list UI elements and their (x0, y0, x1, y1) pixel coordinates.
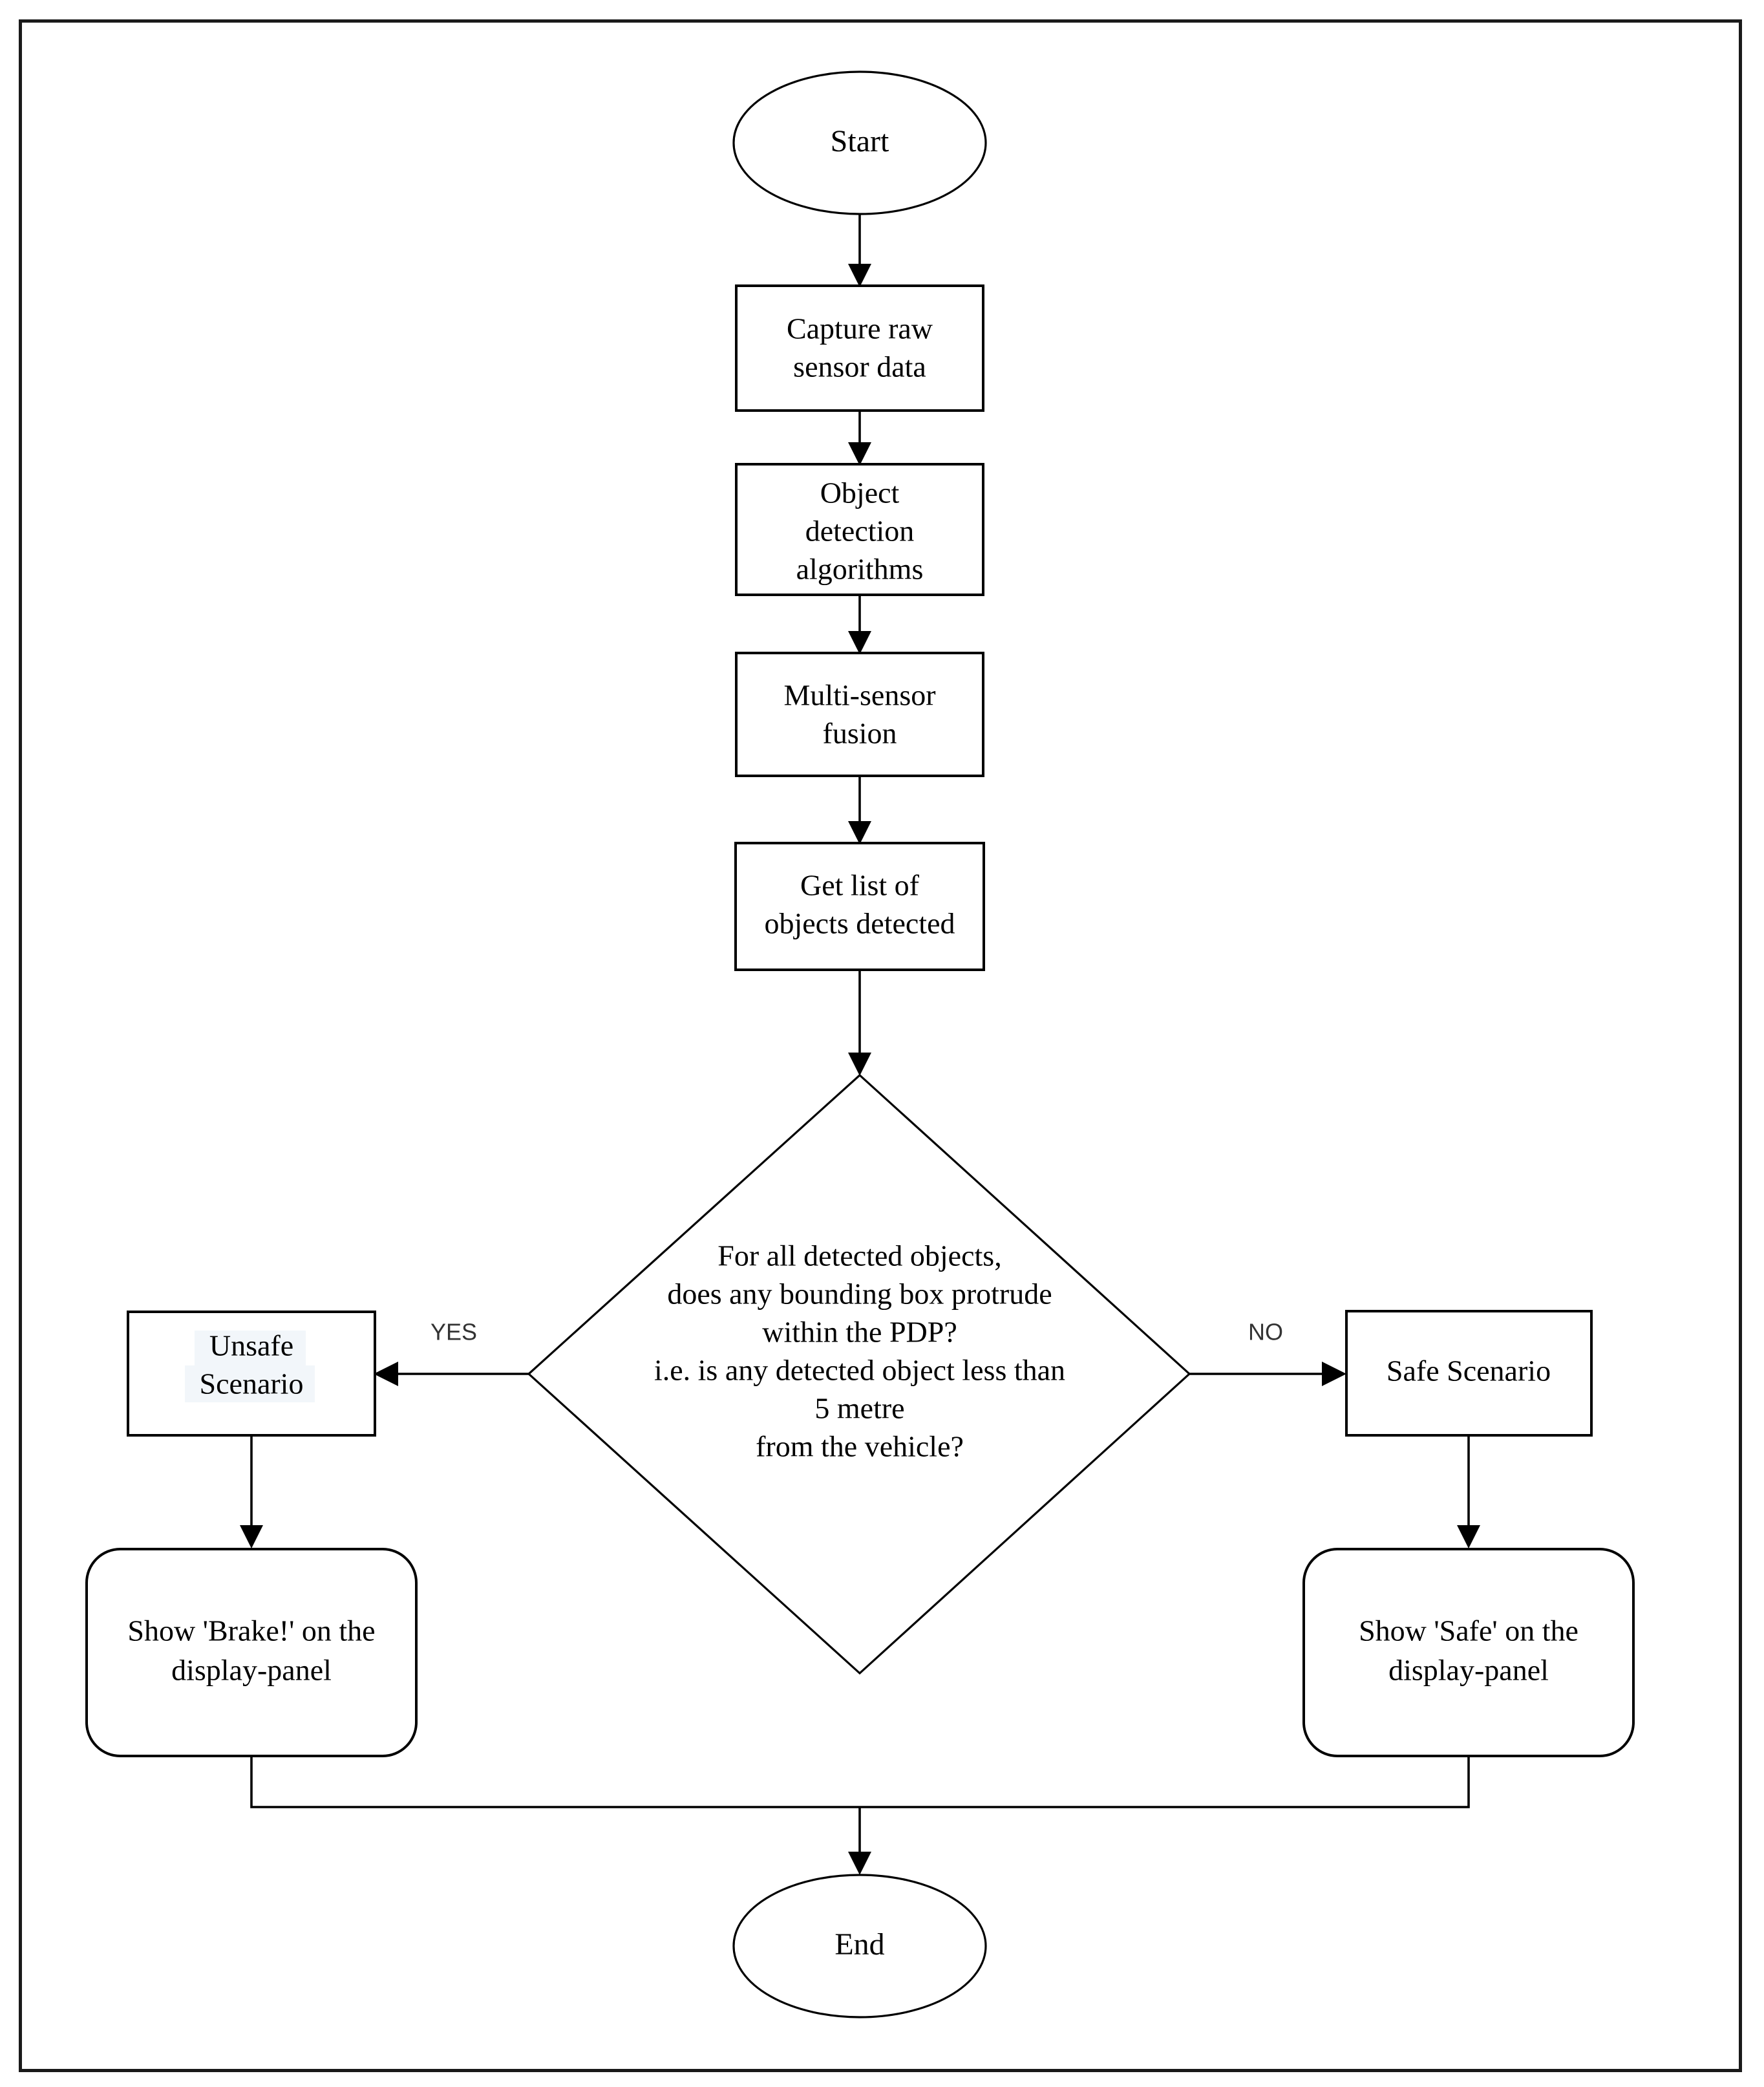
node-capture-raw-sensor-data[interactable]: Capture raw sensor data (735, 284, 984, 412)
arrow-head-icon (848, 631, 871, 654)
safe-box-shape (1345, 1310, 1593, 1437)
edge-start-to-capture (848, 214, 871, 287)
node-show-brake-display-panel[interactable]: Show 'Brake!' on the display-panel (85, 1548, 418, 1757)
arrow-head-icon (374, 1362, 398, 1386)
show-brake-box-shape (85, 1548, 418, 1757)
getlist-box-shape (734, 842, 985, 971)
decision-label-line6: from the vehicle? (756, 1430, 964, 1463)
arrow-head-icon (848, 1852, 871, 1875)
arrow-head-icon (848, 264, 871, 287)
fusion-box-shape (735, 652, 984, 777)
node-start[interactable]: Start (732, 70, 987, 215)
unsafe-text-highlight-1 (195, 1331, 306, 1365)
unsafe-label-line2: Scenario (200, 1367, 304, 1400)
node-decision-pdp-check[interactable]: For all detected objects, does any bound… (527, 1073, 1191, 1675)
end-ellipse-shape (732, 1874, 987, 2018)
detect-box-shape (735, 463, 984, 596)
detect-label-line1: Object (820, 476, 900, 509)
arrow-head-icon (1322, 1362, 1346, 1386)
fusion-label-line1: Multi-sensor (783, 679, 935, 712)
edge-decision-to-unsafe: YES (374, 1319, 529, 1386)
end-label: End (834, 1927, 884, 1962)
capture-label-line2: sensor data (793, 350, 926, 383)
arrow-head-icon (1457, 1525, 1480, 1548)
start-label: Start (831, 124, 889, 158)
edge-detect-to-fusion (848, 595, 871, 654)
edge-merge-to-end (250, 1756, 1470, 1875)
getlist-label-line1: Get list of (800, 869, 920, 902)
capture-box-shape (735, 284, 984, 412)
node-unsafe-scenario[interactable]: Unsafe Scenario (127, 1311, 376, 1437)
safe-label: Safe Scenario (1387, 1354, 1551, 1387)
decision-label-line2: does any bounding box protrude (667, 1278, 1052, 1311)
show-safe-label-line1: Show 'Safe' on the (1359, 1614, 1578, 1647)
node-safe-scenario[interactable]: Safe Scenario (1345, 1310, 1593, 1437)
show-brake-label-line2: display-panel (171, 1654, 332, 1687)
arrow-head-icon (848, 442, 871, 466)
decision-label-line5: 5 metre (814, 1392, 904, 1425)
detect-label-line2: detection (805, 515, 915, 548)
decision-label-line3: within the PDP? (762, 1316, 957, 1349)
edge-fusion-to-getlist (848, 776, 871, 844)
edge-capture-to-detect (848, 411, 871, 466)
detect-label-line3: algorithms (796, 553, 924, 586)
edge-decision-to-safe: NO (1189, 1319, 1346, 1386)
node-show-safe-display-panel[interactable]: Show 'Safe' on the display-panel (1302, 1548, 1635, 1757)
node-object-detection-algorithms[interactable]: Object detection algorithms (735, 463, 984, 596)
edge-label-no: NO (1248, 1319, 1283, 1345)
edge-label-yes: YES (430, 1319, 477, 1345)
edge-safe-to-show-safe (1457, 1435, 1480, 1548)
show-safe-label-line2: display-panel (1388, 1654, 1549, 1687)
edge-getlist-to-decision (848, 970, 871, 1076)
capture-label-line1: Capture raw (787, 312, 933, 345)
show-safe-box-shape (1302, 1548, 1635, 1757)
unsafe-label-line1: Unsafe (209, 1329, 293, 1362)
getlist-label-line2: objects detected (764, 907, 955, 940)
arrow-head-icon (848, 821, 871, 844)
unsafe-text-highlight-2 (185, 1365, 315, 1402)
decision-label-line1: For all detected objects, (717, 1239, 1001, 1272)
show-brake-label-line1: Show 'Brake!' on the (127, 1614, 375, 1647)
edge-unsafe-to-show-brake (240, 1435, 263, 1548)
decision-diamond-shape (527, 1073, 1191, 1675)
node-end[interactable]: End (732, 1874, 987, 2018)
fusion-label-line2: fusion (823, 717, 897, 750)
node-get-list-of-objects-detected[interactable]: Get list of objects detected (734, 842, 985, 971)
node-multi-sensor-fusion[interactable]: Multi-sensor fusion (735, 652, 984, 777)
arrow-head-icon (240, 1525, 263, 1548)
decision-label-line4: i.e. is any detected object less than (654, 1354, 1065, 1387)
arrow-head-icon (848, 1053, 871, 1076)
